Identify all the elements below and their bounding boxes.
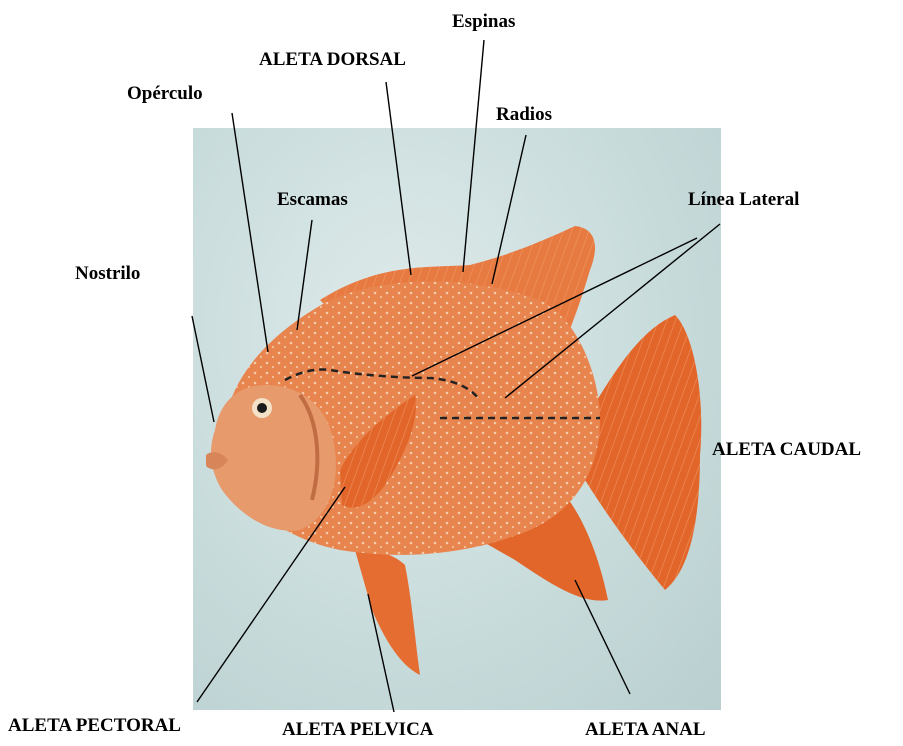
label-nostrilo: Nostrilo <box>75 264 140 283</box>
label-linea-lateral: Línea Lateral <box>688 190 799 209</box>
label-espinas: Espinas <box>452 12 515 31</box>
label-escamas: Escamas <box>277 190 348 209</box>
label-aleta-pelvica: ALETA PELVICA <box>282 720 434 739</box>
label-aleta-caudal: ALETA CAUDAL <box>712 440 861 459</box>
label-aleta-pectoral: ALETA PECTORAL <box>8 716 181 735</box>
label-operculo: Opérculo <box>127 84 203 103</box>
label-aleta-anal: ALETA ANAL <box>585 720 706 739</box>
leader-aleta-dorsal <box>386 82 411 275</box>
leader-operculo <box>232 113 268 352</box>
leader-espinas <box>463 40 484 272</box>
leader-nostrilo <box>192 316 214 422</box>
label-radios: Radios <box>496 105 552 124</box>
label-aleta-dorsal: ALETA DORSAL <box>259 50 406 69</box>
pelvic-fin-shape <box>355 550 420 675</box>
